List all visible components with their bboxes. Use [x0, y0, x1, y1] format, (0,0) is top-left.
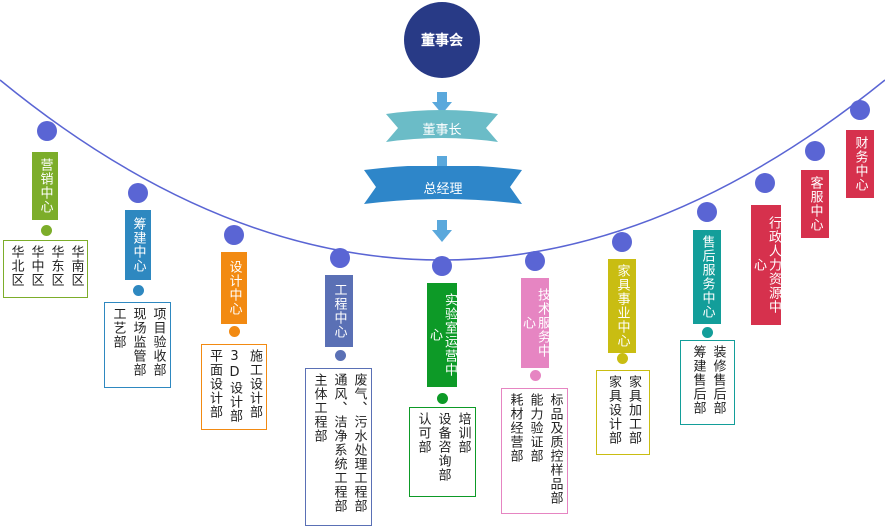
- arc-node: [525, 251, 545, 271]
- sub-unit: 能力验证部: [527, 393, 543, 463]
- chairman: 董事长: [422, 122, 462, 138]
- department-label: 筹建中心: [125, 210, 151, 280]
- arc-node: [697, 202, 717, 222]
- sub-unit: 华北区: [8, 245, 24, 287]
- department-label: 行政人力资源中心: [751, 205, 781, 325]
- sub-unit: 华东区: [48, 245, 64, 287]
- department-dot: [229, 326, 240, 337]
- department-label: 财务中心: [846, 130, 874, 198]
- sub-unit-box: 装修售后部筹建售后部: [680, 340, 735, 425]
- arc-node: [805, 141, 825, 161]
- arc-node: [330, 248, 350, 268]
- department-dot: [617, 353, 628, 364]
- sub-unit-box: 施工设计部 3D设计部平面设计部: [201, 344, 267, 430]
- sub-unit-box: 项目验收部现场监管部工艺部: [104, 302, 171, 388]
- general-manager: 总经理: [423, 181, 463, 197]
- sub-unit: 平面设计部: [207, 349, 222, 419]
- sub-unit: 华中区: [28, 245, 44, 287]
- sub-unit-box: 废气、污水处理工程部通风、洁净系统工程部主体工程部: [305, 368, 372, 526]
- sub-unit: 主体工程部: [311, 373, 327, 443]
- arc-node: [37, 121, 57, 141]
- sub-unit: 华南区: [68, 245, 84, 287]
- arc-node: [224, 225, 244, 245]
- sub-unit-box: 标品及质控样品部能力验证部耗材经营部: [501, 388, 568, 514]
- arc-node: [755, 173, 775, 193]
- arc-node: [128, 183, 148, 203]
- sub-unit: 耗材经营部: [507, 393, 523, 463]
- sub-unit: 认可部: [415, 412, 431, 454]
- sub-unit: 废气、污水处理工程部: [351, 373, 367, 513]
- department-label: 实验室运营中心: [427, 283, 457, 387]
- sub-unit: 3D设计部: [227, 349, 242, 423]
- sub-unit: 施工设计部: [247, 349, 262, 419]
- arrow-down-icon: [432, 220, 452, 244]
- arc-node: [850, 100, 870, 120]
- department-label: 售后服务中心: [693, 230, 721, 324]
- sub-unit: 装修售后部: [710, 345, 726, 415]
- sub-unit-box: 培训部设备咨询部认可部: [409, 407, 476, 497]
- department-dot: [702, 327, 713, 338]
- sub-unit: 标品及质控样品部: [547, 393, 563, 505]
- board-of-directors: 董事会: [404, 2, 480, 78]
- sub-unit: 工艺部: [110, 307, 126, 349]
- department-dot: [41, 225, 52, 236]
- sub-unit-box: 家具加工部家具设计部: [596, 370, 650, 455]
- sub-unit: 设备咨询部: [435, 412, 451, 482]
- chairman-banner-shape: [386, 110, 498, 142]
- department-label: 设计中心: [221, 252, 247, 324]
- department-dot: [133, 285, 144, 296]
- sub-unit: 家具设计部: [606, 375, 621, 445]
- department-label: 工程中心: [325, 275, 353, 347]
- sub-unit: 家具加工部: [626, 375, 641, 445]
- sub-unit: 培训部: [455, 412, 471, 454]
- department-label: 家具事业中心: [608, 259, 636, 353]
- sub-unit: 通风、洁净系统工程部: [331, 373, 347, 513]
- department-label: 客服中心: [801, 170, 829, 238]
- general-manager-banner-shape: [364, 166, 522, 204]
- department-dot: [437, 393, 448, 404]
- arc-node: [612, 232, 632, 252]
- arc-node: [432, 256, 452, 276]
- sub-unit: 筹建售后部: [690, 345, 706, 415]
- sub-unit-box: 华南区华东区华中区华北区: [3, 240, 88, 298]
- sub-unit: 项目验收部: [150, 307, 166, 377]
- department-label: 营销中心: [32, 152, 58, 220]
- department-dot: [530, 370, 541, 381]
- department-label: 技术服务中心: [520, 278, 550, 368]
- department-dot: [335, 350, 346, 361]
- sub-unit: 现场监管部: [130, 307, 146, 377]
